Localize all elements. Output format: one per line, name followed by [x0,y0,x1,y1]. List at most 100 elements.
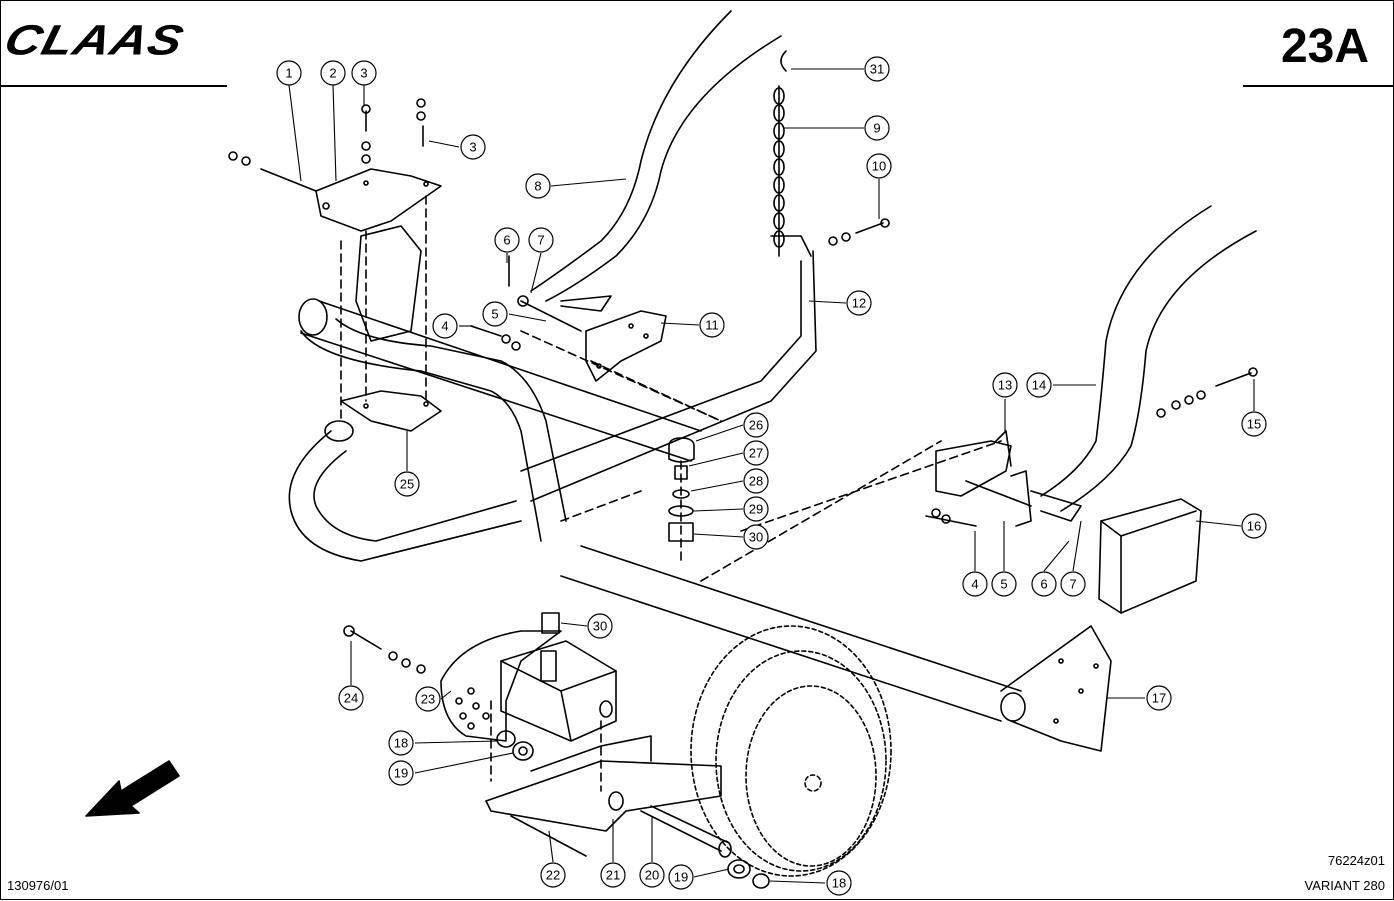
footer-drawing-code: 76224z01 [1327,853,1385,868]
callout-7: 7 [1060,571,1086,597]
callout-label: 13 [998,378,1012,393]
callout-circle [1026,372,1052,398]
plate-11 [585,310,667,382]
callout-circle [528,227,554,253]
bolt-10 [828,218,890,246]
bracket-25 [340,390,442,432]
callout-circle [743,496,769,522]
callout-5: 5 [482,301,508,327]
callout-label: 23 [421,692,435,707]
callout-label: 18 [832,876,846,891]
callout-4: 4 [432,313,458,339]
callout-circle [587,613,613,639]
callout-17: 17 [1146,685,1172,711]
callout-circle [866,153,892,179]
callout-28: 28 [743,468,769,494]
callout-circle [338,685,364,711]
callout-1: 1 [276,60,302,86]
callout-22: 22 [540,862,566,888]
callout-label: 11 [705,318,719,333]
wheel [690,625,892,877]
callout-12: 12 [846,290,872,316]
bolt-24 [343,625,426,674]
callout-10: 10 [866,153,892,179]
callout-label: 17 [1152,691,1166,706]
callout-label: 15 [1247,417,1261,432]
callout-3: 3 [351,60,377,86]
callout-circle [668,864,694,890]
callout-13: 13 [992,372,1018,398]
callout-19: 19 [668,864,694,890]
callout-circle [1060,571,1086,597]
callout-30: 30 [587,613,613,639]
callout-label: 30 [749,530,763,545]
callout-circle [743,412,769,438]
callout-2: 2 [320,60,346,86]
callout-circle [846,290,872,316]
main-beam [298,235,817,502]
callout-label: 3 [469,140,476,155]
callout-circle [639,862,665,888]
callout-label: 6 [503,233,510,248]
callout-27: 27 [743,440,769,466]
callout-label: 9 [873,121,880,136]
callout-circle [1241,513,1267,539]
callout-circle [1241,411,1267,437]
callout-label: 3 [360,66,367,81]
callout-circle [394,471,420,497]
callout-label: 4 [441,319,448,334]
callout-label: 27 [749,446,763,461]
page-number: 23A [1280,20,1369,73]
callout-circle [320,60,346,86]
axle-carrier [485,735,732,858]
bolts-3 [361,98,426,164]
callout-label: 14 [1032,378,1046,393]
callout-circle [992,372,1018,398]
washers [496,730,770,889]
callout-label: 31 [870,62,884,77]
callout-11: 11 [699,312,725,338]
callout-label: 4 [971,577,978,592]
callout-circle [864,56,890,82]
callout-label: 10 [872,159,886,174]
callout-circle [460,134,486,160]
callout-24: 24 [338,685,364,711]
block-16 [1098,498,1202,614]
callout-9: 9 [864,115,890,141]
bracket-2 [315,168,442,232]
callout-circle [991,571,1017,597]
callout-circle [415,686,441,712]
header-rule-right [1243,85,1394,87]
callout-6: 6 [1031,571,1057,597]
callout-4: 4 [962,571,988,597]
callout-18: 18 [388,730,414,756]
callout-label: 28 [749,474,763,489]
callout-label: 2 [329,66,336,81]
callout-label: 21 [606,868,620,883]
callout-label: 18 [394,736,408,751]
callout-label: 30 [593,619,607,634]
callout-circle [388,760,414,786]
direction-arrow-icon [85,760,180,817]
callout-circle [743,468,769,494]
callout-label: 22 [546,868,560,883]
callout-circle [826,870,852,896]
callout-label: 20 [645,868,659,883]
callout-30: 30 [743,524,769,550]
callout-label: 25 [400,477,414,492]
callout-circle [1146,685,1172,711]
callout-14: 14 [1026,372,1052,398]
footer-model: VARIANT 280 [1304,878,1385,893]
callout-8: 8 [525,173,551,199]
callout-circle [525,173,551,199]
callout-label: 16 [1247,519,1261,534]
callout-29: 29 [743,496,769,522]
callout-circle [1031,571,1057,597]
callout-5: 5 [991,571,1017,597]
callout-circle [494,227,520,253]
callout-circle [864,115,890,141]
lever-14 [1030,205,1257,522]
header-rule-left [1,85,227,87]
